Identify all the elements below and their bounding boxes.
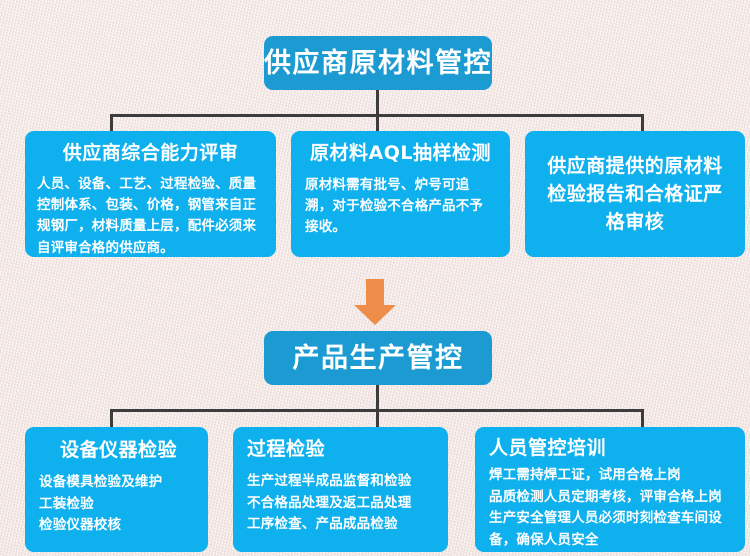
- arrow-down-icon: [353, 279, 397, 325]
- node-supplier-inspection-report-audit[interactable]: 供应商提供的原材料检验报告和合格证严格审核: [525, 131, 745, 257]
- connector-vertical-trunk-top: [376, 90, 379, 116]
- connector-drop-middle-top: [376, 114, 379, 131]
- node-title: 原材料AQL抽样检测: [310, 142, 491, 164]
- node-line: 生产安全管理人员必须时刻检查车间设备，确保人员安全: [489, 510, 722, 549]
- node-title: 人员管控培训: [489, 437, 607, 459]
- node-line: 不合格品处理及返工品处理: [247, 494, 412, 511]
- connector-drop-right-bottom: [641, 409, 644, 427]
- connector-drop-left-top: [110, 114, 113, 131]
- node-title: 过程检验: [247, 438, 326, 460]
- node-body: 原材料需有批号、炉号可追溯，对于检验不合格产品不予接收。: [305, 176, 484, 236]
- node-supplier-material-control[interactable]: 供应商原材料管控: [264, 36, 492, 90]
- node-line-list: 生产过程半成品监督和检验 不合格品处理及返工品处理 工序检查、产品成品检验: [247, 471, 438, 537]
- node-line: 品质检测人员定期考核，评审合格上岗: [489, 488, 722, 505]
- node-line: 工装检验: [39, 495, 94, 512]
- connector-vertical-trunk-bottom: [376, 385, 379, 411]
- node-process-inspection[interactable]: 过程检验 生产过程半成品监督和检验 不合格品处理及返工品处理 工序检查、产品成品…: [233, 427, 448, 552]
- node-title: 供应商综合能力评审: [62, 142, 239, 164]
- node-line: 工序检查、产品成品检验: [247, 516, 398, 533]
- node-title: 产品生产管控: [292, 342, 464, 374]
- connector-drop-left-bottom: [110, 409, 113, 427]
- connector-drop-right-top: [641, 114, 644, 131]
- node-title: 供应商原材料管控: [264, 47, 492, 79]
- node-line: 焊工需持焊工证，试用合格上岗: [489, 466, 681, 483]
- node-title: 设备仪器检验: [59, 439, 177, 461]
- node-equipment-instrument-inspection[interactable]: 设备仪器检验 设备模具检验及维护 工装检验 检验仪器校核: [25, 427, 208, 552]
- node-line-list: 设备模具检验及维护 工装检验 检验仪器校核: [39, 472, 198, 538]
- connector-drop-middle-bottom: [376, 409, 379, 427]
- node-body: 人员、设备、工艺、过程检验、质量控制体系、包装、价格，钢管来自正规钢厂，材料质量…: [37, 175, 257, 256]
- node-personnel-management-training[interactable]: 人员管控培训 焊工需持焊工证，试用合格上岗 品质检测人员定期考核，评审合格上岗 …: [475, 427, 745, 552]
- node-line: 检验仪器校核: [39, 517, 122, 534]
- node-supplier-capability-review[interactable]: 供应商综合能力评审 人员、设备、工艺、过程检验、质量控制体系、包装、价格，钢管来…: [25, 131, 276, 257]
- node-line: 设备模具检验及维护: [39, 473, 163, 490]
- node-raw-material-aql-sampling[interactable]: 原材料AQL抽样检测 原材料需有批号、炉号可追溯，对于检验不合格产品不予接收。: [291, 131, 510, 257]
- node-production-control[interactable]: 产品生产管控: [264, 331, 492, 385]
- node-title: 供应商提供的原材料检验报告和合格证严格审核: [547, 154, 723, 234]
- node-line-list: 焊工需持焊工证，试用合格上岗 品质检测人员定期考核，评审合格上岗 生产安全管理人…: [489, 465, 735, 552]
- node-line: 生产过程半成品监督和检验: [247, 472, 412, 489]
